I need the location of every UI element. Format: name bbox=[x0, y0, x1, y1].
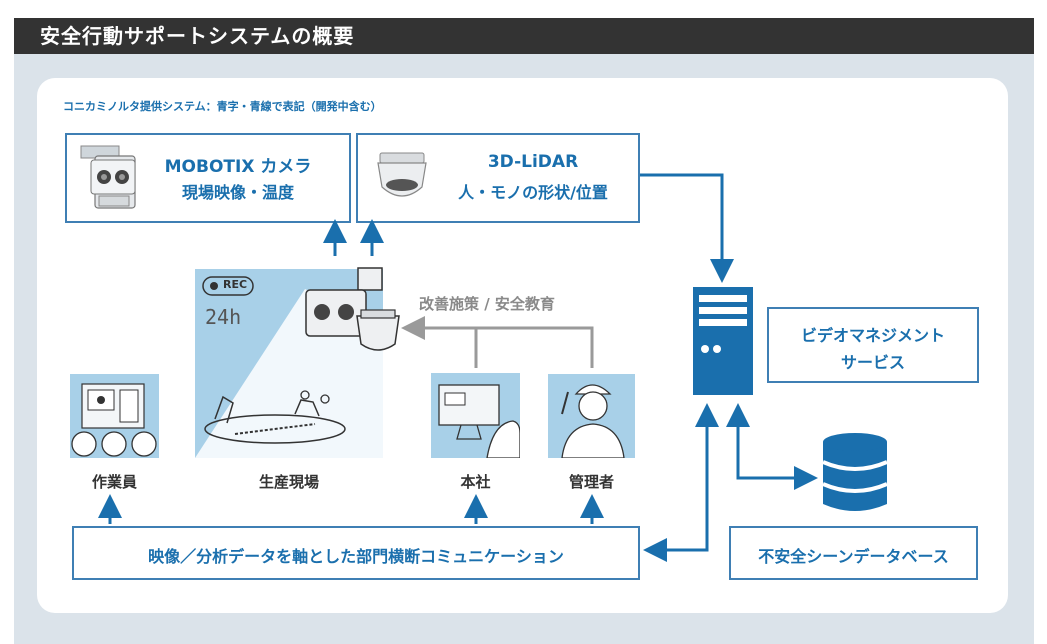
communication-box: 映像／分析データを軸とした部門横断コミュニケーション bbox=[72, 526, 640, 580]
camera-box-title: MOBOTIX カメラ bbox=[164, 157, 312, 177]
legend-note: コニカミノルタ提供システム：青字・青線で表記（開発中含む） bbox=[63, 100, 382, 113]
24h-badge: 24h bbox=[205, 305, 242, 329]
camera-box-subtitle: 現場映像・温度 bbox=[181, 183, 294, 202]
site-lidar-icon bbox=[356, 309, 400, 351]
label-manager: 管理者 bbox=[568, 473, 614, 491]
manager-illustration bbox=[548, 374, 635, 458]
lidar-box-title: 3D-LiDAR bbox=[487, 152, 579, 172]
database-box: 不安全シーンデータベース bbox=[729, 526, 978, 580]
page-title: 安全行動サポートシステムの概要 bbox=[14, 18, 1034, 54]
rec-indicator: REC bbox=[223, 278, 248, 291]
feedback-label: 改善施策 / 安全教育 bbox=[419, 295, 555, 313]
database-icon bbox=[822, 433, 888, 511]
camera-icon bbox=[80, 145, 136, 209]
mobotix-camera-box: MOBOTIX カメラ 現場映像・温度 bbox=[65, 133, 351, 223]
communication-box-label: 映像／分析データを軸とした部門横断コミュニケーション bbox=[148, 547, 564, 566]
vms-box-line1: ビデオマネジメント bbox=[800, 326, 945, 345]
headquarters-illustration bbox=[431, 373, 520, 458]
lidar-box: 3D-LiDAR 人・モノの形状/位置 bbox=[356, 133, 640, 223]
vms-box-line2: サービス bbox=[840, 353, 905, 372]
label-worker: 作業員 bbox=[91, 473, 137, 491]
database-box-label: 不安全シーンデータベース bbox=[758, 547, 949, 566]
lidar-box-subtitle: 人・モノの形状/位置 bbox=[458, 183, 608, 202]
lidar-icon bbox=[377, 152, 427, 197]
video-management-box: ビデオマネジメント サービス bbox=[767, 307, 979, 383]
label-site: 生産現場 bbox=[258, 473, 319, 491]
server-icon bbox=[693, 287, 753, 395]
site-camera-icon bbox=[305, 267, 383, 337]
worker-illustration bbox=[70, 374, 159, 458]
label-hq: 本社 bbox=[460, 473, 491, 491]
